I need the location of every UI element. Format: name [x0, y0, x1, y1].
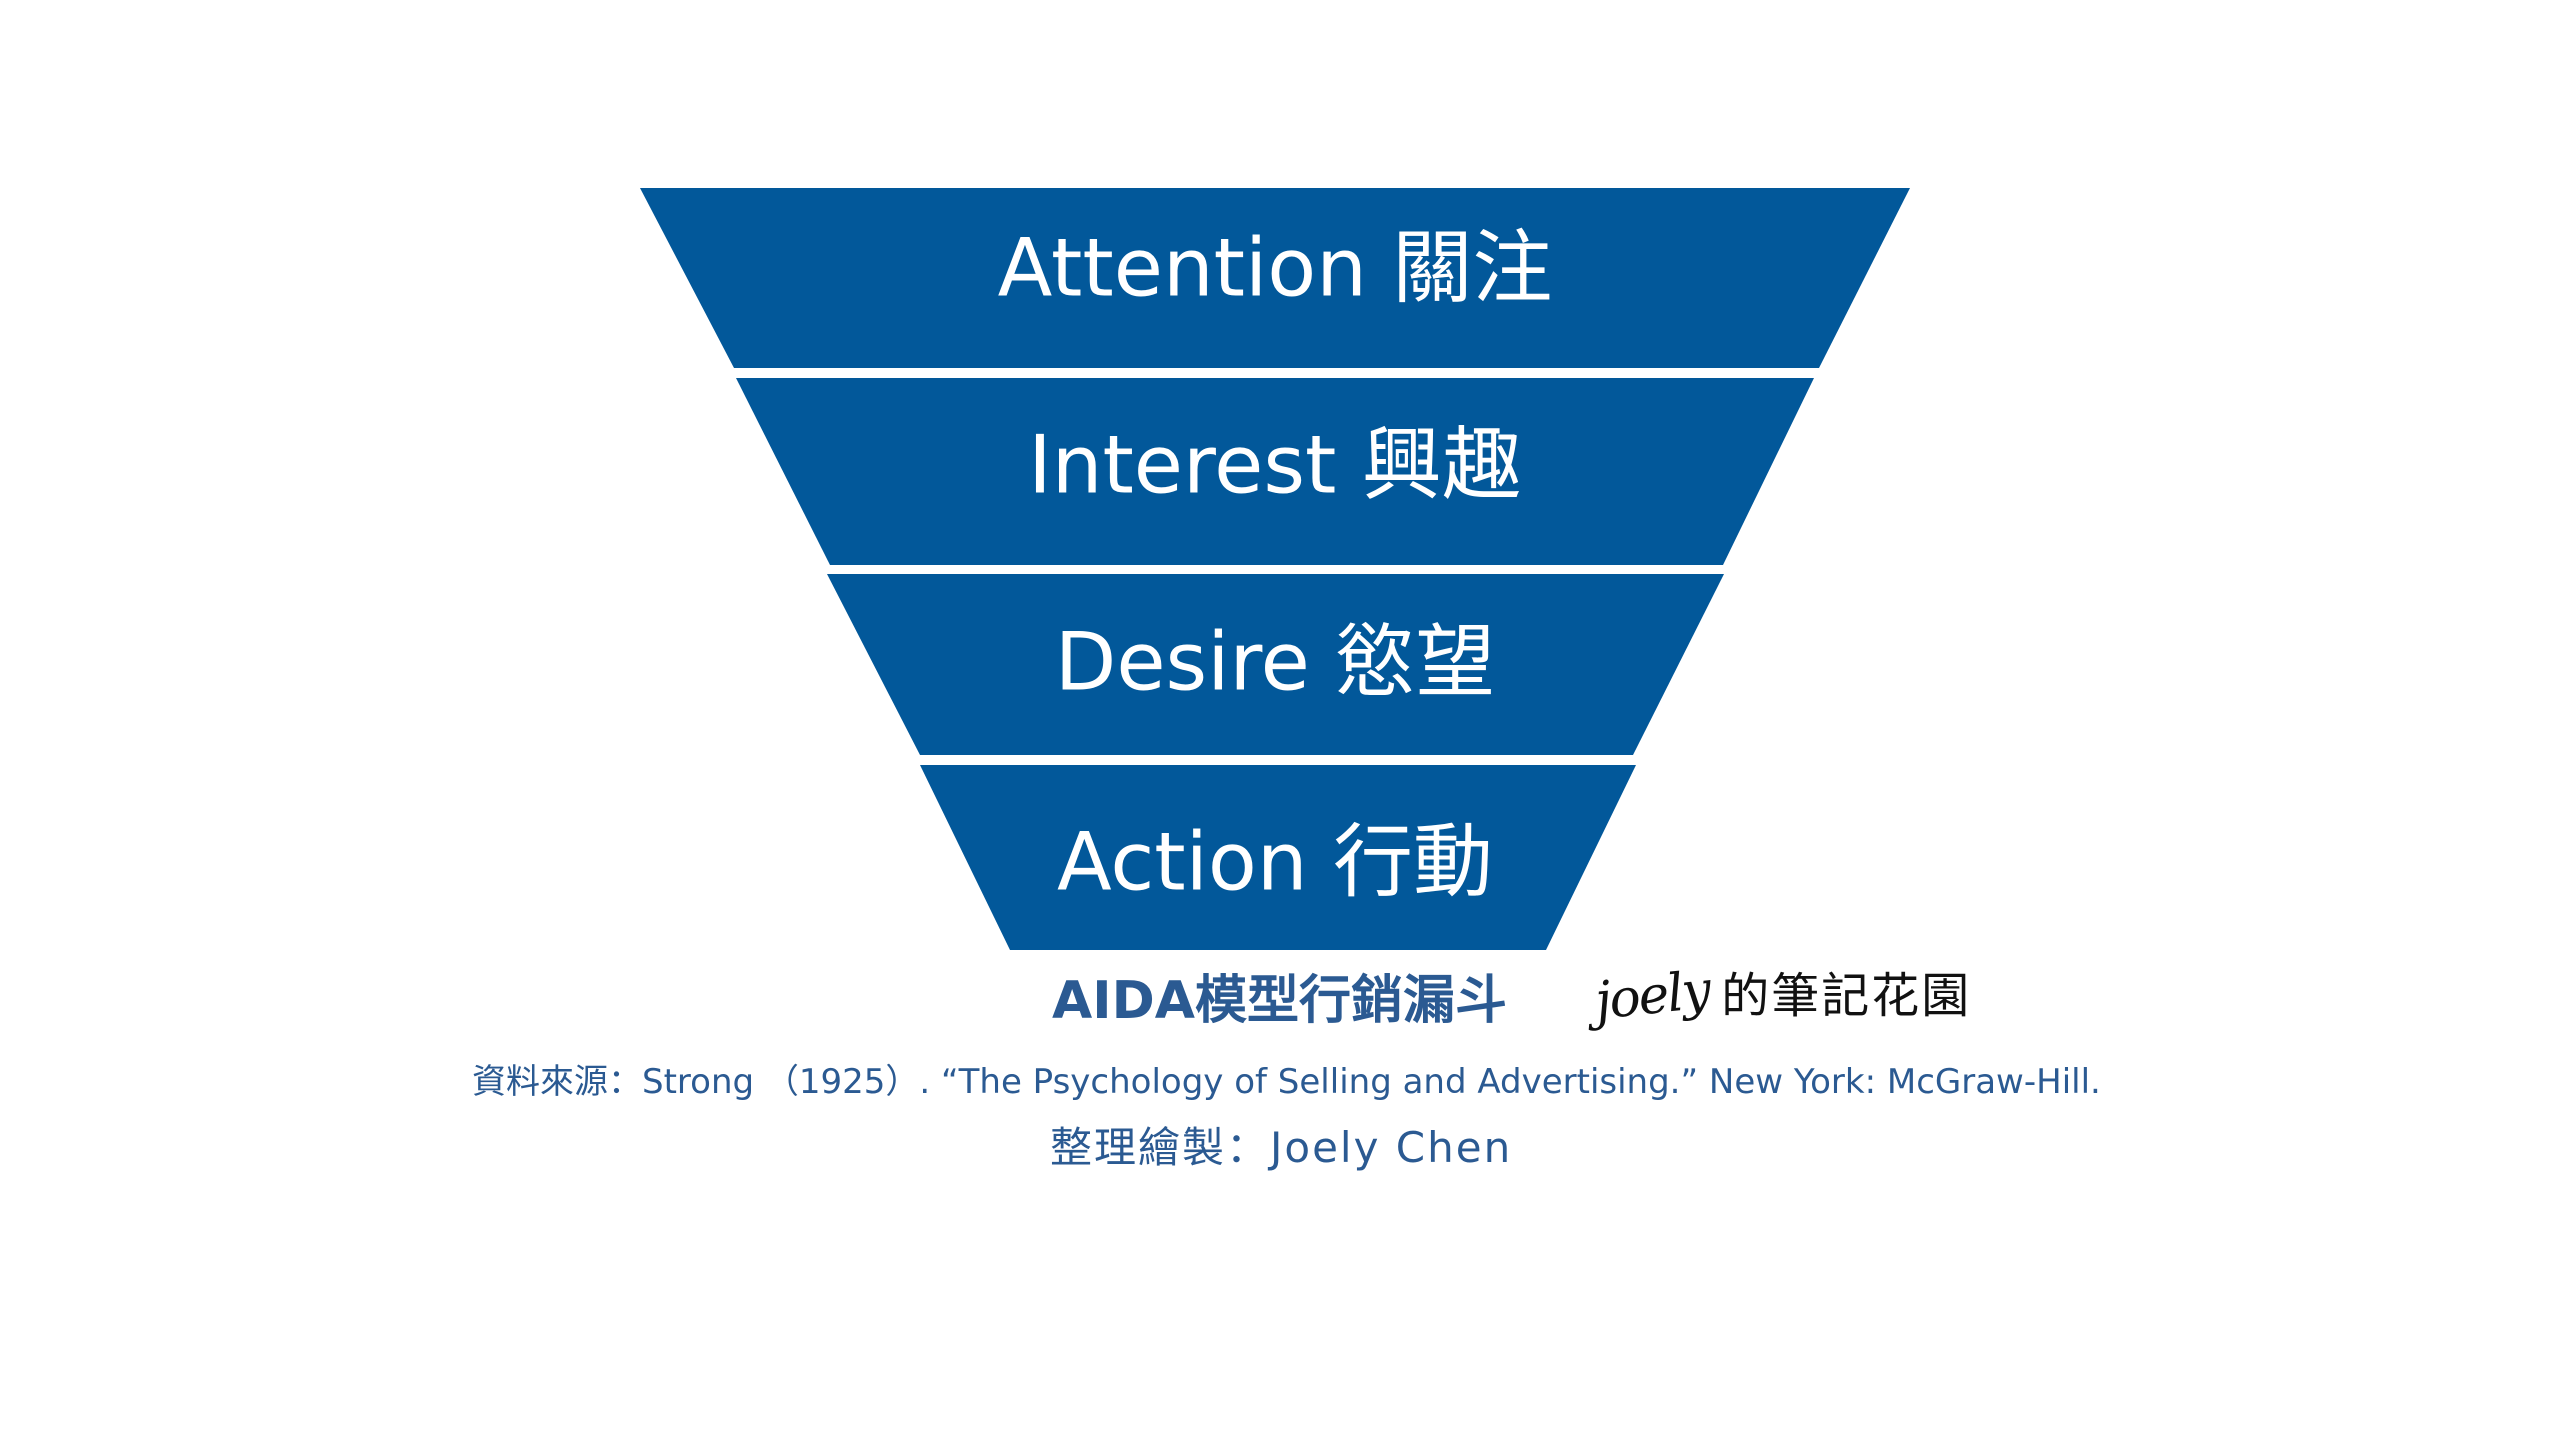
funnel-label-desire: Desire 慾望 [1055, 616, 1496, 709]
funnel-band-interest [736, 378, 1814, 565]
funnel-band-desire [827, 574, 1724, 755]
signature-logo: joely [1592, 960, 1713, 1032]
funnel-level-action: Action 行動 [920, 765, 1636, 950]
signature-text: 的筆記花園 [1721, 968, 1972, 1024]
funnel-band-attention [640, 188, 1910, 368]
funnel-band-action [920, 765, 1636, 950]
funnel-level-desire: Desire 慾望 [827, 574, 1724, 755]
source-citation: 資料來源：Strong （1925）. “The Psychology of S… [472, 1062, 2101, 1102]
funnel-level-attention: Attention 關注 [640, 188, 1910, 368]
funnel-level-interest: Interest 興趣 [736, 378, 1814, 565]
funnel-label-action: Action 行動 [1057, 816, 1493, 909]
site-signature: joely 的筆記花園 [1592, 960, 1972, 1032]
diagram-title: AIDA模型行銷漏斗 [1052, 971, 1508, 1031]
funnel-label-interest: Interest 興趣 [1028, 419, 1522, 512]
funnel-label-attention: Attention 關注 [998, 222, 1553, 315]
author-credit: 整理繪製：Joely Chen [1050, 1123, 1513, 1172]
